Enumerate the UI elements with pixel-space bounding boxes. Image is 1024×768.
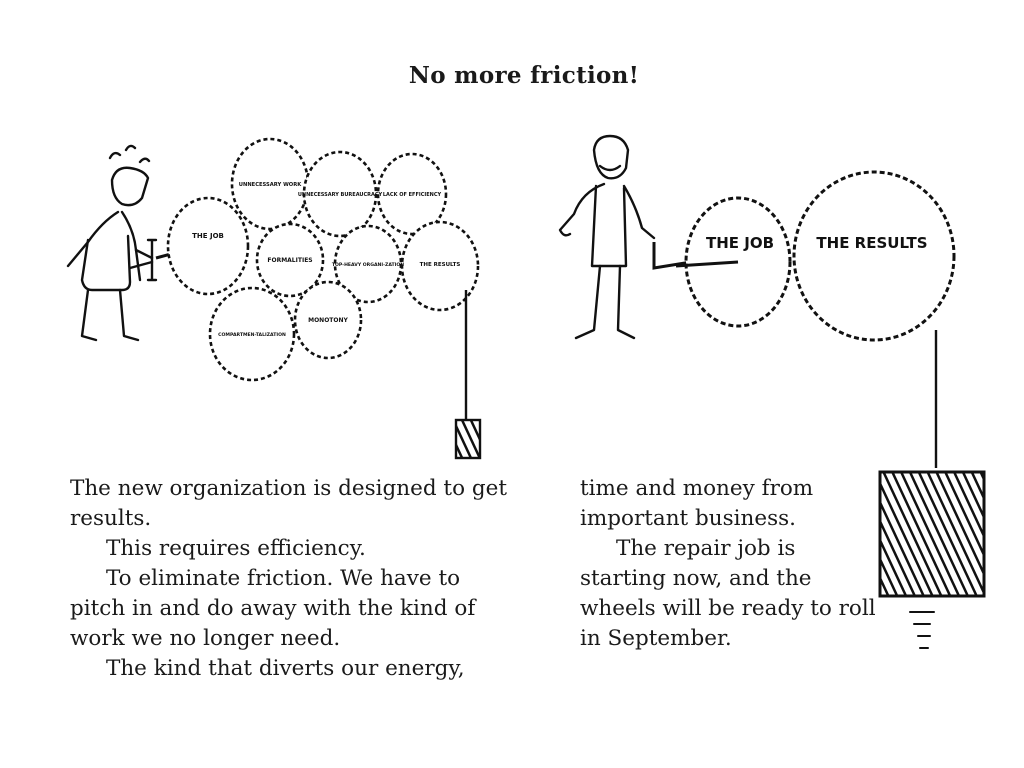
paragraph: The repair job is starting now, and the … [580,536,876,651]
left-scene: THE JOB UNNECESSARY WORK UNNECESSARY BUR… [66,137,482,460]
gear-label-lack-of-efficiency: LACK OF EFFICIENCY [383,192,442,198]
gear-label-monotony: MONOTONY [308,317,348,324]
paragraph: The kind that diverts our energy, [106,656,465,681]
text-column-right: time and money from important business. … [580,474,880,654]
gear-label-unnecessary-work: UNNECESSARY WORK [239,182,302,188]
gear-formalities [255,222,325,298]
page-title: No more friction! [408,62,640,89]
smiling-man-figure [558,134,656,340]
gear-lack-of-efficiency [376,152,448,236]
gear-label-compartmentalization: COMPARTMEN-TALIZATION [218,332,286,338]
large-weight [878,470,986,598]
motion-lines [909,611,935,649]
gear-unnecessary-bureaucracy [302,150,378,238]
small-weight [454,418,482,460]
gear-the-results-small [400,220,480,312]
gear-label-the-job-large: THE JOB [706,234,774,252]
gear-label-the-results-small: THE RESULTS [420,262,461,268]
gear-monotony [293,280,363,360]
right-scene: THE JOB THE RESULTS [558,134,986,649]
gear-top-heavy-organization [333,224,403,304]
paragraph: This requires efficiency. [106,536,366,561]
left-gear-cluster [166,137,480,382]
gear-compartmentalization [208,286,296,382]
paragraph: time and money from important business. [580,476,814,531]
gear-label-unnecessary-bureaucracy: UNNECESSARY BUREAUCRACY [298,192,383,198]
gear-label-the-job: THE JOB [192,232,224,240]
gear-the-job [166,196,250,296]
gear-the-results-large [792,170,956,342]
paragraph: The new organization is designed to get … [70,476,507,531]
paragraph: To eliminate friction. We have to pitch … [70,566,476,651]
gear-label-top-heavy-organization: TOP-HEAVY ORGANI-ZATION [332,262,404,268]
gear-label-formalities: FORMALITIES [267,257,312,264]
text-column-left: The new organization is designed to get … [70,474,510,684]
gear-label-the-results-large: THE RESULTS [816,234,927,252]
tired-man-figure [66,144,158,342]
